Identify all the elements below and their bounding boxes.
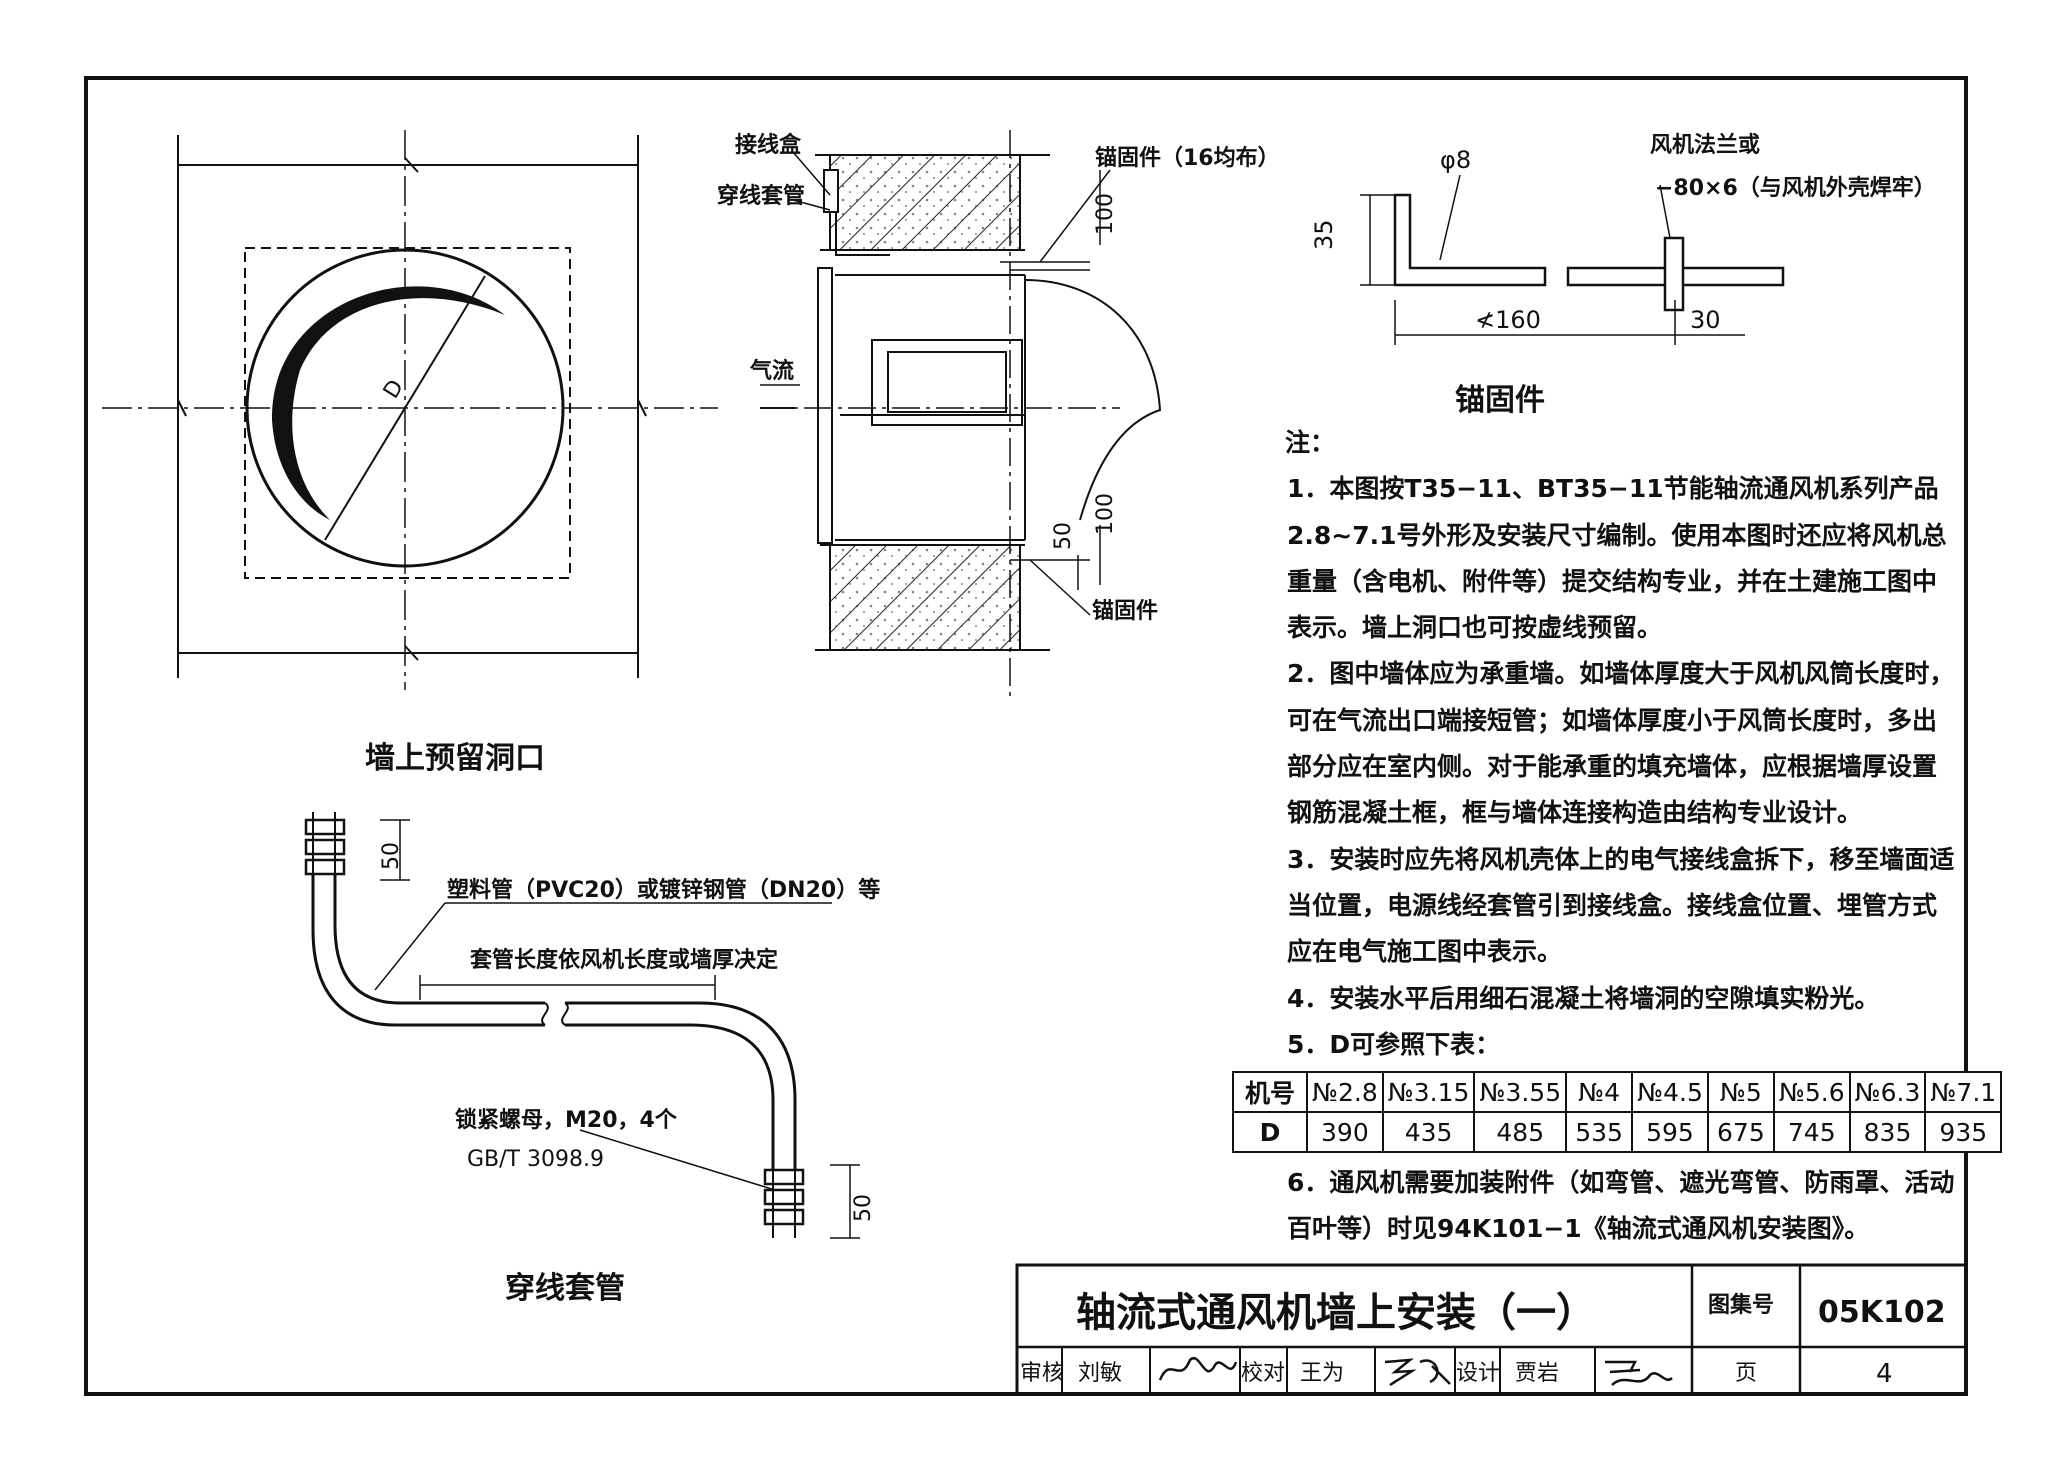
view-title-opening: 墙上预留洞口 xyxy=(365,741,545,776)
note-line: 3．安装时应先将风机壳体上的电气接线盒拆下，移至墙面适 xyxy=(1287,844,1955,874)
table-header-model: 机号 xyxy=(1232,1071,1308,1113)
check-label: 校对 xyxy=(1241,1361,1285,1386)
page-number: 4 xyxy=(1876,1359,1893,1389)
note-line: 重量（含电机、附件等）提交结构专业，并在土建施工图中 xyxy=(1287,566,1938,596)
view-title-sleeve: 穿线套管 xyxy=(505,1271,625,1306)
table-cell: 745 xyxy=(1772,1111,1851,1153)
note-line: 部分应在室内侧。对于能承重的填充墙体，应根据墙厚设置 xyxy=(1287,752,1938,782)
note-line: 当位置，电源线经套管引到接线盒。接线盒位置、埋管方式 xyxy=(1287,890,1938,920)
table-cell: 595 xyxy=(1631,1111,1709,1153)
table-cell: №5 xyxy=(1706,1071,1775,1113)
dim-100-bottom: 100 xyxy=(1093,493,1118,535)
table-cell: 485 xyxy=(1473,1111,1568,1153)
review-label: 审核 xyxy=(1020,1361,1064,1386)
note-line: 百叶等）时见94K101−1《轴流式通风机安装图》。 xyxy=(1287,1214,1870,1244)
table-cell: №5.6 xyxy=(1772,1071,1851,1113)
dim-50-side: 50 xyxy=(1051,522,1076,550)
airflow-label: 气流 xyxy=(749,358,794,384)
title-block xyxy=(1015,1263,1968,1396)
note-line: 6．通风机需要加装附件（如弯管、遮光弯管、防雨罩、活动 xyxy=(1287,1168,1955,1198)
table-cell: №2.8 xyxy=(1306,1071,1384,1113)
dim-100-top: 100 xyxy=(1093,193,1118,235)
table-cell: №4.5 xyxy=(1631,1071,1709,1113)
anchor-piece-view xyxy=(1360,174,1785,345)
table-row: D 390 435 485 535 595 675 745 835 935 xyxy=(1232,1111,2003,1153)
anchor-label: 锚固件 xyxy=(1092,598,1158,624)
atlas-label: 图集号 xyxy=(1708,1292,1774,1318)
dim-35: 35 xyxy=(1310,219,1338,250)
note-line: 2.8~7.1号外形及安装尺寸编制。使用本图时还应将风机总 xyxy=(1287,520,1947,550)
dim-30: 30 xyxy=(1690,306,1721,334)
table-cell: 675 xyxy=(1706,1111,1775,1153)
table-cell: №6.3 xyxy=(1848,1071,1927,1113)
table-cell: №3.15 xyxy=(1381,1071,1476,1113)
atlas-number: 05K102 xyxy=(1818,1295,1946,1330)
drawing-title: 轴流式通风机墙上安装（一） xyxy=(1076,1290,1596,1336)
check-signature xyxy=(1384,1358,1451,1387)
dim-50-bottom: 50 xyxy=(851,1194,876,1222)
sleeve-length-label: 套管长度依风机长度或墙厚决定 xyxy=(470,947,778,973)
wall-section-view xyxy=(760,130,1162,700)
note-line: 应在电气施工图中表示。 xyxy=(1287,937,1563,967)
wall-opening-view xyxy=(102,130,718,690)
fan-size-table: 机号 №2.8 №3.15 №3.55 №4 №4.5 №5 №5.6 №6.3… xyxy=(1232,1071,2003,1153)
table-cell: 535 xyxy=(1565,1111,1634,1153)
note-line: 可在气流出口端接短管；如墙体厚度小于风筒长度时，多出 xyxy=(1287,705,1938,735)
table-cell: №4 xyxy=(1565,1071,1634,1113)
check-name: 王为 xyxy=(1300,1361,1344,1386)
table-cell: 435 xyxy=(1381,1111,1476,1153)
table-cell: 390 xyxy=(1306,1111,1384,1153)
page-label: 页 xyxy=(1735,1361,1757,1386)
locknut-label: 锁紧螺母，M20，4个 xyxy=(455,1107,678,1133)
flange-label-1: 风机法兰或 xyxy=(1650,132,1760,158)
table-cell: 935 xyxy=(1924,1111,2003,1153)
wire-sleeve-view xyxy=(304,812,860,1239)
note-line: 5．D可参照下表： xyxy=(1287,1029,1501,1059)
note-line: 表示。墙上洞口也可按虚线预留。 xyxy=(1287,613,1663,643)
anchor-16-label: 锚固件（16均布） xyxy=(1095,145,1280,171)
wire-sleeve-label: 穿线套管 xyxy=(717,183,805,209)
notes-block: 注： 1．本图按T35−11、BT35−11节能轴流通风机系列产品 2.8~7.… xyxy=(1285,420,1955,1253)
review-signature xyxy=(1158,1356,1238,1381)
table-cell: 835 xyxy=(1848,1111,1927,1153)
table-cell: №7.1 xyxy=(1924,1071,2003,1113)
flange-label-2: −80×6（与风机外壳焊牢） xyxy=(1655,175,1936,201)
notes-heading: 注： xyxy=(1285,428,1336,457)
dim-160: ≮160 xyxy=(1475,306,1541,334)
note-line: 4．安装水平后用细石混凝土将墙洞的空隙填实粉光。 xyxy=(1287,983,1880,1013)
pipe-desc-label: 塑料管（PVC20）或镀锌钢管（DN20）等 xyxy=(447,877,880,903)
note-line: 钢筋混凝土框，框与墙体连接构造由结构专业设计。 xyxy=(1287,798,1863,828)
table-cell: №3.55 xyxy=(1473,1071,1568,1113)
note-line: 2．图中墙体应为承重墙。如墙体厚度大于风机风筒长度时， xyxy=(1287,659,1955,689)
design-name: 贾岩 xyxy=(1515,1361,1559,1386)
note-line: 1．本图按T35−11、BT35−11节能轴流通风机系列产品 xyxy=(1287,474,1939,504)
design-label: 设计 xyxy=(1456,1361,1500,1386)
review-name: 刘敏 xyxy=(1078,1361,1122,1386)
view-title-anchor: 锚固件 xyxy=(1455,383,1545,418)
table-header-d: D xyxy=(1232,1111,1308,1153)
design-signature xyxy=(1605,1360,1673,1386)
table-row: 机号 №2.8 №3.15 №3.55 №4 №4.5 №5 №5.6 №6.3… xyxy=(1232,1071,2003,1113)
dim-50-top: 50 xyxy=(379,842,404,870)
locknut-std-label: GB/T 3098.9 xyxy=(467,1147,604,1172)
junction-box-label: 接线盒 xyxy=(735,132,802,158)
dim-phi8: φ8 xyxy=(1440,146,1471,174)
